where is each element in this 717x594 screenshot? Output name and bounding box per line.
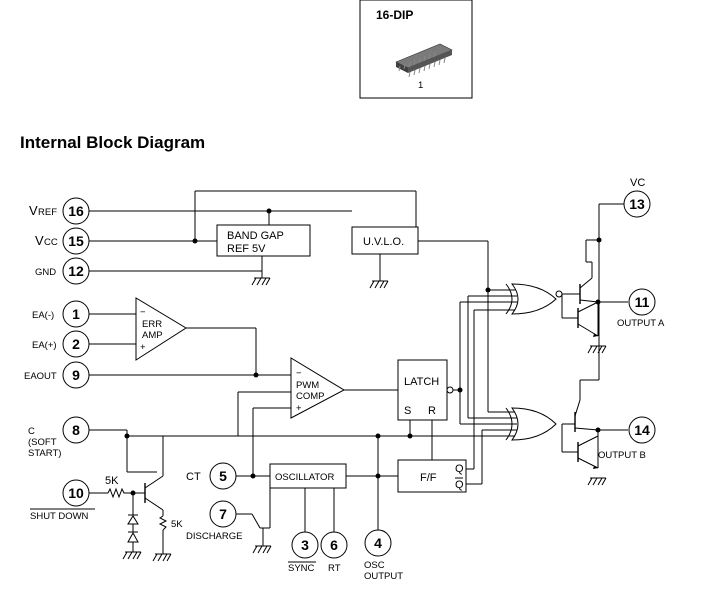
dip-chip-image (395, 43, 453, 78)
erramp-label-2: AMP (142, 330, 163, 341)
output-transistors (574, 261, 599, 469)
pin-3-sync: 3 SYNC (288, 531, 319, 574)
svg-text:Q: Q (455, 463, 464, 475)
svg-text:+: + (296, 403, 302, 414)
svg-text:16: 16 (68, 203, 84, 219)
svg-text:C: C (28, 426, 35, 437)
pin-8-c-soft-start: 8 C (SOFT START) (28, 416, 90, 459)
svg-text:OUTPUT B: OUTPUT B (598, 450, 646, 461)
svg-text:OUTPUT A: OUTPUT A (617, 318, 665, 329)
latch-block: LATCH S R (397, 359, 454, 421)
svg-text:15: 15 (68, 233, 84, 249)
svg-text:Q: Q (455, 479, 464, 491)
erramp-label-1: ERR (142, 319, 162, 330)
diagram-title: Internal Block Diagram (20, 133, 205, 152)
svg-text:S: S (404, 405, 411, 417)
svg-text:GND: GND (35, 267, 56, 278)
pin1-marker: 1 (418, 80, 423, 91)
svg-text:SHUT DOWN: SHUT DOWN (30, 511, 89, 522)
pwm-label-2: COMP (296, 391, 325, 402)
oscillator-block: OSCILLATOR (269, 463, 347, 489)
nor-gate-a (505, 283, 563, 315)
pin-6-rt: 6 RT (320, 531, 348, 574)
svg-text:VC: VC (630, 177, 645, 189)
latch-label: LATCH (404, 376, 439, 388)
svg-text:CT: CT (186, 471, 201, 483)
pin-13-vc: 13 VC (623, 177, 651, 218)
svg-text:START): START) (28, 448, 61, 459)
svg-text:5: 5 (219, 468, 227, 484)
svg-text:4: 4 (374, 535, 382, 551)
uvlo-block: U.V.L.O. (351, 226, 419, 255)
err-amp-block: − + ERR AMP (135, 297, 187, 361)
svg-text:EA(+): EA(+) (32, 340, 57, 351)
oscillator-label: OSCILLATOR (275, 472, 334, 483)
svg-text:CC: CC (44, 237, 58, 248)
pin-10-shutdown: 10 SHUT DOWN (30, 479, 95, 522)
pin-15-vcc: 15 V CC (35, 227, 90, 255)
nor-gate-b (505, 407, 557, 441)
svg-text:DISCHARGE: DISCHARGE (186, 531, 242, 542)
svg-text:2: 2 (72, 336, 80, 352)
r-emitter-label: 5K (171, 519, 183, 530)
svg-text:8: 8 (72, 422, 80, 438)
pin-11-output-a: 11 OUTPUT A (617, 288, 665, 329)
svg-text:13: 13 (629, 196, 645, 212)
uvlo-label: U.V.L.O. (363, 236, 404, 248)
r-shutdown-label: 5K (105, 475, 119, 487)
svg-text:−: − (296, 368, 302, 379)
ff-label: F/F (420, 472, 437, 484)
ground-icons (122, 277, 607, 562)
svg-text:1: 1 (72, 306, 80, 322)
svg-text:OUTPUT: OUTPUT (364, 571, 403, 582)
pin-7-discharge: 7 DISCHARGE (186, 500, 242, 542)
svg-text:11: 11 (635, 294, 650, 310)
pin-12-gnd: 12 GND (35, 257, 90, 285)
svg-text:V: V (29, 203, 38, 218)
pin-14-output-b: 14 OUTPUT B (598, 416, 656, 461)
svg-text:−: − (140, 307, 146, 318)
svg-text:12: 12 (68, 263, 84, 279)
pin-9-eaout: 9 EAOUT (24, 361, 90, 389)
pin-1-ea-minus: 1 EA(-) (32, 300, 90, 328)
svg-text:3: 3 (301, 537, 309, 553)
pwm-comp-block: − + PWM COMP (290, 357, 346, 419)
bandgap-label-1: BAND GAP (227, 230, 284, 242)
svg-text:(SOFT: (SOFT (28, 437, 57, 448)
pin-16-vref: 16 V REF (29, 197, 90, 225)
package-name: 16-DIP (376, 8, 413, 22)
pin-4-osc-output: 4 OSC OUTPUT (364, 529, 403, 582)
svg-text:SYNC: SYNC (288, 563, 315, 574)
svg-text:RT: RT (328, 563, 341, 574)
svg-text:6: 6 (330, 537, 338, 553)
passive-components (107, 487, 168, 543)
svg-text:R: R (428, 405, 436, 417)
svg-text:+: + (140, 342, 146, 353)
bandgap-block: BAND GAP REF 5V (216, 224, 311, 257)
svg-text:14: 14 (634, 422, 650, 438)
flipflop-block: F/F Q Q (397, 459, 467, 493)
svg-text:V: V (35, 233, 44, 248)
svg-text:7: 7 (219, 506, 227, 522)
svg-text:EA(-): EA(-) (32, 310, 54, 321)
pin-2-ea-plus: 2 EA(+) (32, 330, 90, 358)
svg-text:OSC: OSC (364, 560, 385, 571)
package-panel: 16-DIP 1 (359, 0, 473, 99)
svg-text:REF: REF (38, 207, 57, 218)
pin-5-ct: 5 CT (186, 462, 237, 490)
svg-text:10: 10 (68, 485, 84, 501)
bandgap-label-2: REF 5V (227, 243, 266, 255)
svg-text:9: 9 (72, 367, 80, 383)
pwm-label-1: PWM (296, 380, 319, 391)
wires (89, 190, 628, 554)
svg-text:EAOUT: EAOUT (24, 371, 57, 382)
